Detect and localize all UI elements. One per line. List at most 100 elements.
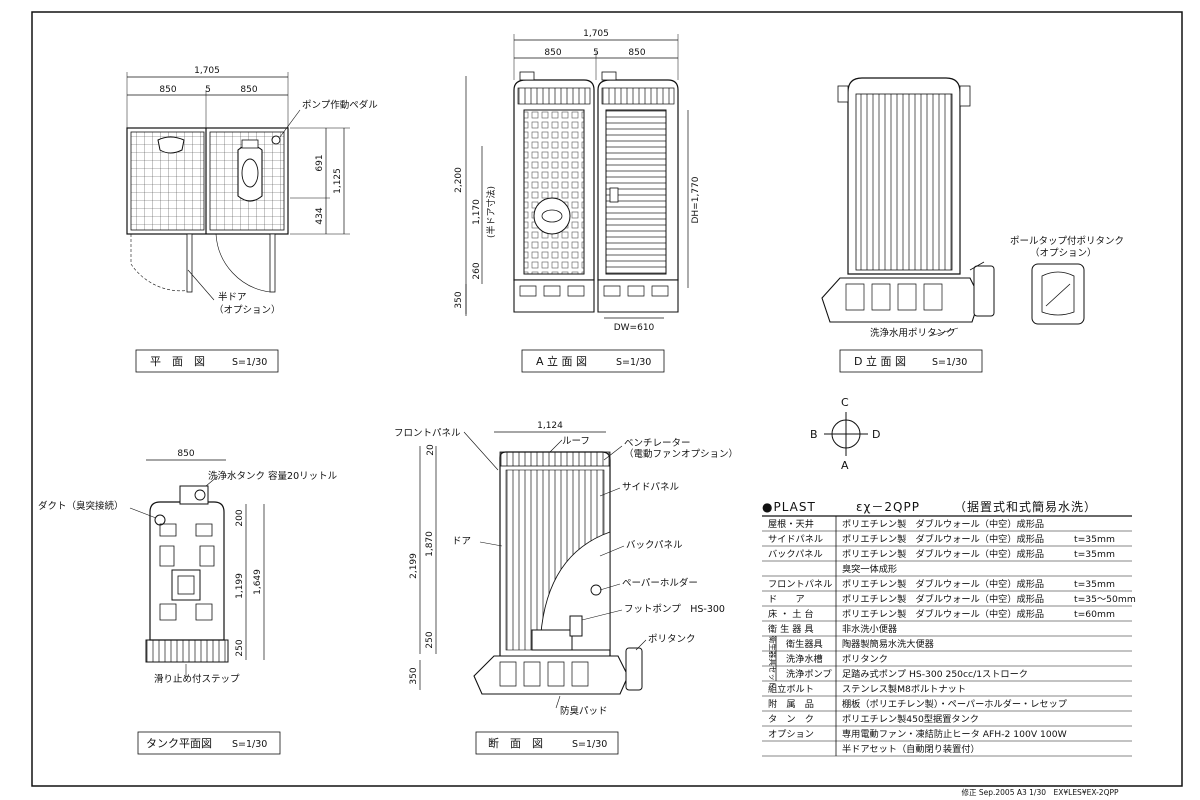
vent-opt-label: （電動ファンオプション） <box>624 448 738 460</box>
spec-row-value: ポリエチレン製 ダブルウォール（中空）成形品 <box>842 608 1044 620</box>
spec-row-value: ポリタンク <box>842 654 888 665</box>
spec-row: タ ン クポリエチレン製450型据置タンク <box>762 713 1132 727</box>
section-title: 断 面 図 <box>488 736 543 750</box>
plan-dimensions: 1,705 850 5 850 691 434 1,125 <box>126 66 350 235</box>
title-box-elev-a: A 立 面 図 S=1/30 <box>521 349 665 373</box>
spec-row: 衛 生 器 具 非水洗小便器 <box>762 623 1132 637</box>
spec-row: 洗浄水槽 ポリタンク <box>762 653 1132 667</box>
section-dim-h-base: 250 <box>425 631 435 648</box>
spec-row-key: 洗浄水槽 <box>786 653 823 665</box>
title-box-section: 断 面 図 S=1/30 <box>475 731 619 755</box>
spec-row-key: サイドパネル <box>768 534 823 545</box>
spec-row-key: ド ア <box>768 594 805 605</box>
spec-row-key: 組立ボルト <box>768 683 814 695</box>
elev-a-dim-total: 1,705 <box>583 29 609 39</box>
elev-a-dim-base: 260 <box>472 262 482 279</box>
plan-dim-total: 1,705 <box>194 66 220 76</box>
spec-row-value: 陶器製簡易水洗大便器 <box>842 638 934 650</box>
spec-row-thickness: t=35mm <box>1074 579 1115 590</box>
elev-a-dimensions: 1,705 850 5 850 2,200 1,170 (半ドア寸法) 260 … <box>454 29 701 333</box>
tank-dim-h2: 1,199 <box>235 573 245 599</box>
spec-row: 衛生器具 陶器製簡易水洗大便器 <box>762 638 1132 652</box>
pad-label: 防臭パッド <box>560 705 608 717</box>
sheet-border <box>31 11 1183 787</box>
spec-row-value: 非水洗小便器 <box>842 623 897 635</box>
elev-a-dim-door-note: (半ドア寸法) <box>485 186 497 238</box>
compass-d: D <box>872 428 880 441</box>
spec-row-value: ステンレス製M8ボルトナット <box>842 683 966 695</box>
step-label: 滑り止め付ステップ <box>154 673 240 685</box>
spec-table: ●PLAST εχ－2QPP （据置式和式簡易水洗） 屋根・天井ポリエチレン製 … <box>762 499 1136 757</box>
title-box-plan: 平 面 図 S=1/30 <box>135 349 279 373</box>
spec-row-key: 床 ・ 土 台 <box>768 608 814 620</box>
tank-plan-title: タンク平面図 <box>146 737 212 750</box>
tank-dim-h3: 250 <box>235 639 245 656</box>
plan-scale: S=1/30 <box>232 357 267 368</box>
elev-a-dim-door-h: 1,170 <box>472 199 482 225</box>
section-scale: S=1/30 <box>572 739 607 750</box>
spec-title-suffix: （据置式和式簡易水洗） <box>954 499 1097 514</box>
pole-tank-opt-label: （オプション） <box>1030 247 1097 259</box>
section-dim-h-door: 1,870 <box>425 531 435 557</box>
elev-a-dim-floor: 350 <box>454 291 464 308</box>
tank-capacity-label: 洗浄水タンク 容量20リットル <box>208 470 338 482</box>
compass: C B D A <box>810 396 880 472</box>
tank-dim-h1: 200 <box>235 509 245 526</box>
spec-row-value: ポリエチレン製 ダブルウォール（中空）成形品 <box>842 578 1044 590</box>
spec-row-key: 衛 生 器 具 <box>768 623 814 635</box>
elev-a-dim-left: 850 <box>544 48 561 58</box>
tank-plan-scale: S=1/30 <box>232 739 267 750</box>
elev-a-dim-dh: DH=1,770 <box>691 176 701 223</box>
spec-row-value: 半ドアセット（自動閉り装置付） <box>842 743 980 755</box>
elevation-d-view: 洗浄水用ポリタンク ポールタップ付ポリタンク （オプション） <box>821 77 1124 339</box>
plan-dim-depth1: 691 <box>315 154 325 171</box>
spec-row-thickness: t=35mm <box>1074 549 1115 560</box>
elev-a-scale: S=1/30 <box>616 357 651 368</box>
front-panel-label: フロントパネル <box>394 428 461 439</box>
spec-row: サイドパネル ポリエチレン製 ダブルウォール（中空）成形品 t=35mm <box>762 533 1132 547</box>
spec-row: 屋根・天井ポリエチレン製 ダブルウォール（中空）成形品 <box>762 518 1132 532</box>
plan-dim-total-depth: 1,125 <box>333 168 343 194</box>
spec-row-thickness: t=35mm <box>1074 534 1115 545</box>
tank-dim-total: 1,649 <box>253 569 263 595</box>
foot-pump-label: フットポンプ HS-300 <box>624 604 725 615</box>
elevation-a-view: 1,705 850 5 850 2,200 1,170 (半ドア寸法) 260 … <box>454 29 701 333</box>
spec-row-key: バックパネル <box>768 549 823 560</box>
elev-a-dim-height: 2,200 <box>454 167 464 193</box>
tank-dim-width: 850 <box>177 449 194 459</box>
spec-row: 組立ボルト ステンレス製M8ボルトナット <box>762 683 1132 697</box>
plan-dim-depth2: 434 <box>315 207 325 224</box>
spec-row: 洗浄ポンプ足踏み式ポンプ HS-300 250cc/1ストローク <box>762 668 1132 682</box>
section-dim-top: 20 <box>426 444 436 456</box>
elev-d-scale: S=1/30 <box>932 357 967 368</box>
spec-row-key: 衛生器具 <box>786 638 823 650</box>
spec-row-value: 足踏み式ポンプ HS-300 250cc/1ストローク <box>842 668 1028 680</box>
elev-d-wash-tank-label: 洗浄水用ポリタンク <box>870 327 956 339</box>
tank-plan-view: 850 200 1,199 250 1,649 240 300 150 洗浄水タ… <box>38 449 338 685</box>
paper-holder-label: ペーパーホルダー <box>622 577 698 589</box>
spec-row-value: 専用電動ファン・凍結防止ヒータ AFH-2 100V 100W <box>842 728 1067 740</box>
spec-row: オプション 専用電動ファン・凍結防止ヒータ AFH-2 100V 100W <box>762 728 1132 742</box>
spec-row-value: 臭突一体成形 <box>842 563 897 575</box>
spec-row-value: ポリエチレン製 ダブルウォール（中空）成形品 <box>842 533 1044 545</box>
compass-a: A <box>841 459 849 472</box>
spec-row: 臭突一体成形 <box>762 563 1132 577</box>
spec-row-key: タ ン ク <box>768 714 814 725</box>
spec-title-model: εχ－2QPP <box>856 500 920 514</box>
spec-row-key: オプション <box>768 729 814 740</box>
compass-c: C <box>841 396 849 409</box>
plan-dim-right: 850 <box>240 85 257 95</box>
spec-group-label: 衛生器具セット <box>768 636 778 689</box>
spec-row: 半ドアセット（自動閉り装置付） <box>762 743 1132 757</box>
roof-label: ルーフ <box>562 436 590 447</box>
elev-a-title: A 立 面 図 <box>536 354 587 368</box>
spec-row-value: ポリエチレン製 ダブルウォール（中空）成形品 <box>842 593 1044 605</box>
section-dim-width: 1,124 <box>537 421 563 431</box>
spec-row: 附 属 品棚板（ポリエチレン製）・ペーパーホルダー・レセップ <box>762 698 1132 712</box>
plan-view: 1,705 850 5 850 691 434 1,125 ポン <box>126 66 378 316</box>
pole-tank-label: ポールタップ付ポリタンク <box>1010 236 1124 247</box>
